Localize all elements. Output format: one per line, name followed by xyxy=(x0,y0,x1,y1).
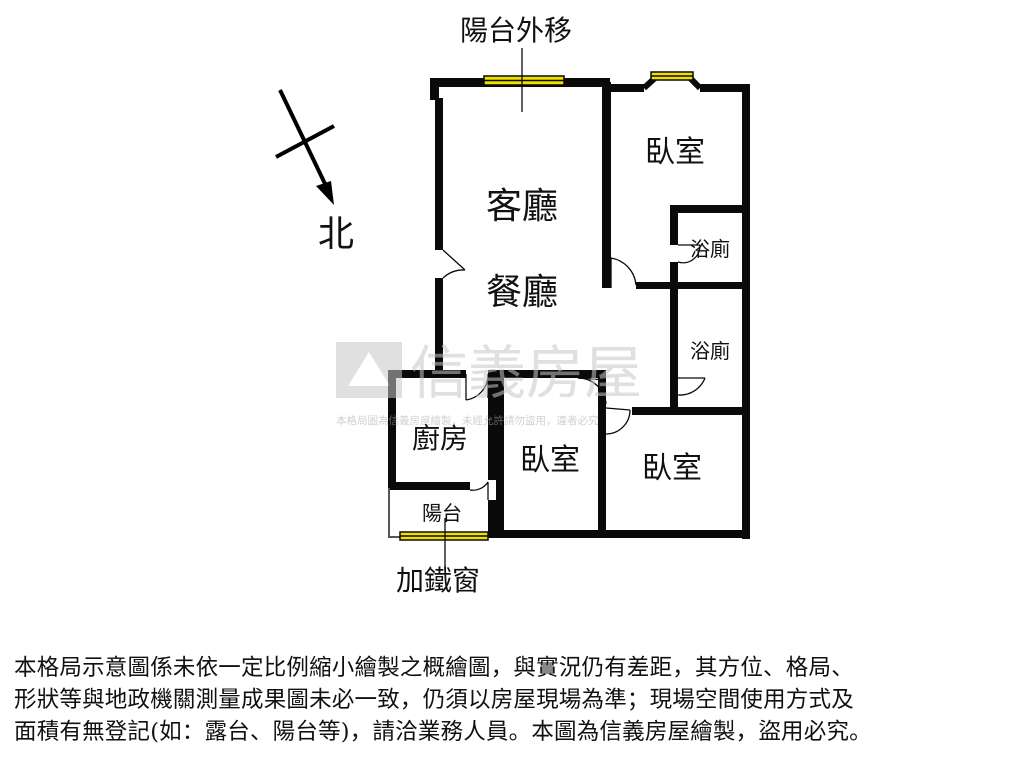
north-label: 北 xyxy=(318,214,354,255)
kitchen-label: 廚房 xyxy=(412,422,468,455)
bath-upper-label: 浴廁 xyxy=(690,237,730,261)
watermark-brand: 信義房屋 xyxy=(410,339,642,407)
living-room-label: 客廳 xyxy=(486,186,558,227)
doors xyxy=(442,244,706,500)
disclaimer-line: 形狀等與地政機關測量成果圖未必一致，仍須以房屋現場為準；現場空間使用方式及 xyxy=(14,687,854,713)
leader-lines xyxy=(444,48,523,570)
bedroom-right-label: 臥室 xyxy=(642,451,702,486)
balcony-move-label: 陽台外移 xyxy=(460,14,572,47)
bath-lower-label: 浴廁 xyxy=(690,339,730,363)
disclaimer-line: 面積有無登記(如：露台、陽台等)，請洽業務人員。本圖為信義房屋繪製，盜用必究。 xyxy=(14,719,872,745)
disclaimer: 本格局示意圖係未依一定比例縮小繪製之概繪圖，與實況仍有差距，其方位、格局、 形狀… xyxy=(14,652,1014,748)
watermark-notice: 本格局圖為信義房屋繪製，未經允許請勿盜用，違者必究 xyxy=(336,414,599,427)
bedroom-top-label: 臥室 xyxy=(645,135,705,170)
balcony-label: 陽台 xyxy=(422,501,462,525)
north-arrow xyxy=(275,89,335,205)
windows xyxy=(399,71,694,541)
watermark: 信義房屋 本格局圖為信義房屋繪製，未經允許請勿盜用，違者必究 xyxy=(336,339,642,427)
iron-window-label: 加鐵窗 xyxy=(396,564,480,597)
floor-plan: 北 xyxy=(275,14,750,597)
dining-room-label: 餐廳 xyxy=(486,272,558,313)
bedroom-mid-label: 臥室 xyxy=(520,443,580,478)
disclaimer-line: 本格局示意圖係未依一定比例縮小繪製之概繪圖，與實況仍有差距，其方位、格局、 xyxy=(14,655,854,681)
